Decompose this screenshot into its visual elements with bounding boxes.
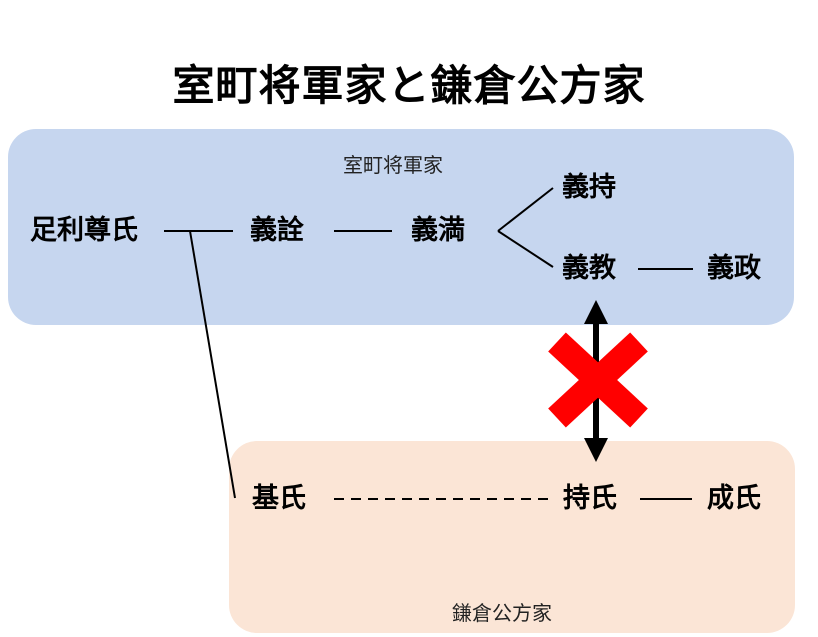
node-yoshimasa: 義政: [707, 253, 761, 284]
diagram-title: 室町将軍家と鎌倉公方家: [172, 61, 646, 110]
conflict-x-mark: [548, 332, 648, 428]
node-yoshimochi: 義持: [562, 172, 616, 203]
muromachi-panel-label: 室町将軍家: [343, 153, 443, 177]
node-takauji: 足利尊氏: [30, 215, 138, 246]
node-motouji: 基氏: [252, 483, 306, 514]
node-mochiuji: 持氏: [563, 483, 617, 514]
line-yoshimitsu-yoshinori: [497, 230, 554, 268]
line-yoshimitsu-yoshimochi: [497, 187, 554, 232]
line-takauji-motouji: [189, 230, 236, 499]
node-yoshimitsu: 義満: [411, 215, 465, 246]
arrow-head-up: [584, 300, 608, 324]
muromachi-panel: [8, 129, 794, 325]
node-yoshinori: 義教: [562, 253, 616, 284]
kamakura-panel-label: 鎌倉公方家: [452, 601, 552, 625]
kamakura-panel: [229, 441, 795, 633]
node-shigeuji: 成氏: [707, 483, 761, 514]
node-yoshiakira: 義詮: [250, 215, 304, 246]
arrow-head-down: [584, 438, 608, 462]
